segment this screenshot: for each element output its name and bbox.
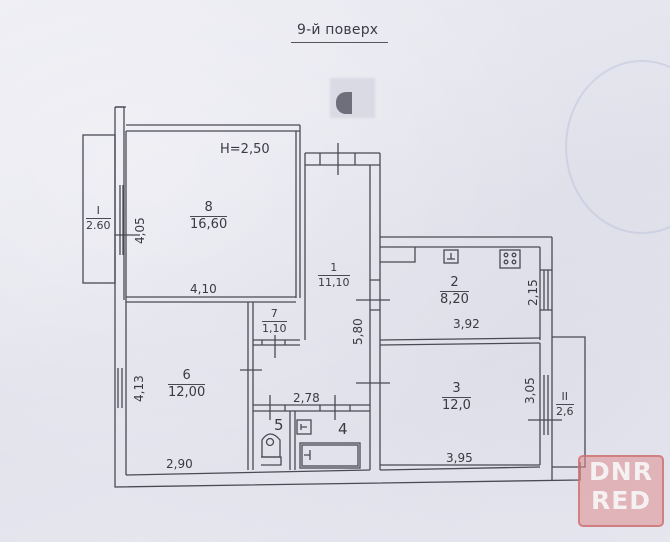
title-underline: [291, 42, 388, 43]
room-7-area: 1,10: [262, 321, 287, 335]
room-8-area: 16,60: [190, 216, 228, 232]
balcony-2-area: 2,6: [556, 404, 574, 418]
balcony-1-number: I: [86, 205, 111, 219]
room-1-number: 1: [318, 262, 350, 276]
room-3-number: 3: [442, 382, 471, 398]
dim-room8-height: 4,05: [133, 217, 147, 244]
balcony-2-label: II 2,6: [556, 391, 574, 417]
dim-room8-width: 4,10: [190, 282, 217, 296]
room-2-area: 8,20: [440, 291, 469, 307]
dim-room3-width: 3,95: [446, 451, 473, 465]
room-3-label: 3 12,0: [442, 382, 471, 412]
balcony-1-area: 2.60: [86, 218, 111, 232]
watermark-line-1: DNR: [589, 457, 653, 486]
dim-corridor-length: 5,80: [351, 318, 365, 345]
floor-title: 9-й поверх: [297, 22, 379, 38]
dim-kitchen-height: 2,15: [526, 279, 540, 306]
room-3-area: 12,0: [442, 397, 471, 413]
redacted-mark: [336, 92, 352, 114]
dim-room3-height: 3,05: [523, 377, 537, 404]
room-7-label: 7 1,10: [262, 308, 287, 334]
room-2-number: 2: [440, 276, 469, 292]
dim-bath-width: 2,78: [293, 391, 320, 405]
room-4-number: 4: [338, 420, 348, 438]
dnr-red-watermark: DNR RED: [578, 455, 664, 527]
room-1-label: 1 11,10: [318, 262, 350, 288]
room-8-label: 8 16,60: [190, 201, 228, 232]
room-6-number: 6: [168, 369, 206, 385]
dim-kitchen-width: 3,92: [453, 317, 480, 331]
room-5-number: 5: [274, 416, 284, 434]
room-2-label: 2 8,20: [440, 276, 469, 306]
room-6-area: 12,00: [168, 384, 206, 400]
balcony-1-label: I 2.60: [86, 205, 111, 231]
dim-room6-height: 4,13: [132, 375, 146, 402]
ceiling-height-label: H=2,50: [220, 142, 270, 157]
room-7-number: 7: [262, 308, 287, 322]
room-6-label: 6 12,00: [168, 369, 206, 400]
watermark-line-2: RED: [590, 486, 652, 515]
dim-room6-width: 2,90: [166, 457, 193, 471]
room-1-area: 11,10: [318, 275, 350, 289]
balcony-2-number: II: [556, 391, 574, 405]
room-8-number: 8: [190, 201, 228, 217]
